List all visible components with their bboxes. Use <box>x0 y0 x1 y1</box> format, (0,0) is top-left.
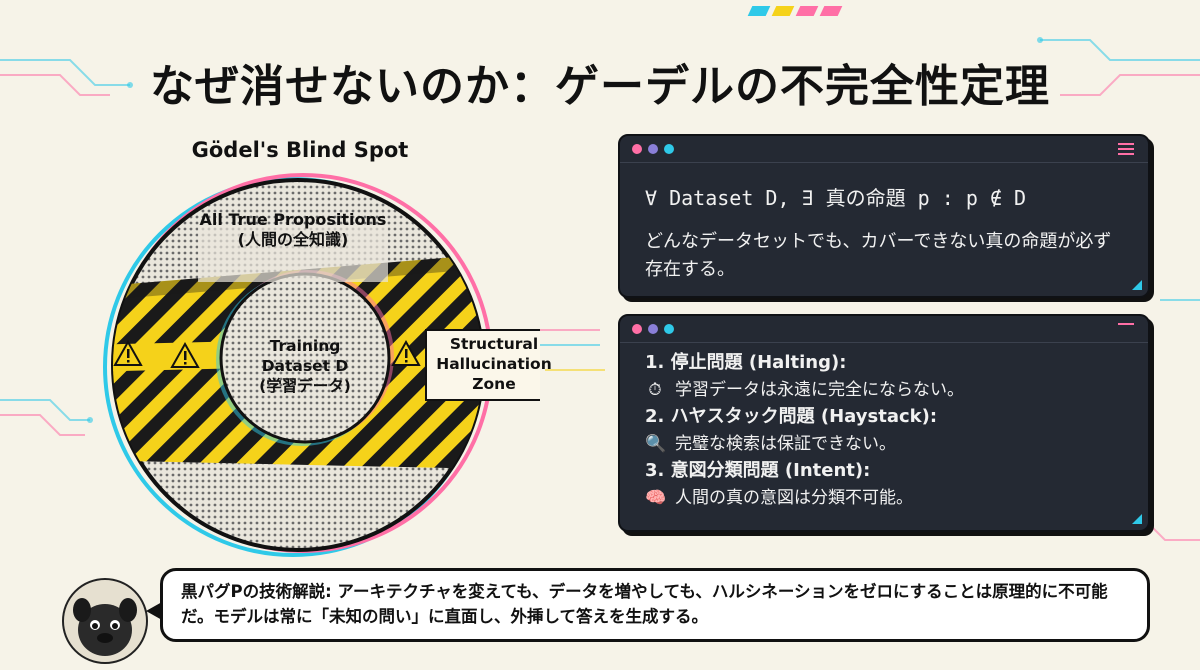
zone-label-box <box>425 329 540 401</box>
page-title: なぜ消せないのか：ゲーデルの不完全性定理 <box>150 61 1050 112</box>
zone-line2: Hallucination <box>436 355 552 373</box>
stopwatch-icon: ⏱ <box>648 380 662 400</box>
speech-bubble-tail <box>146 602 162 620</box>
inner-label-line1: Training <box>269 337 341 355</box>
window-dot-icon <box>632 324 642 334</box>
problem-heading-halting: 1. 停止問題 (Halting): <box>645 352 847 373</box>
problem-heading-intent: 3. 意図分類問題 (Intent): <box>645 460 871 481</box>
decorative-color-bars <box>747 6 843 16</box>
theorem-formula: ∀ Dataset D, ∃ 真の命題 p : p ∉ D <box>645 186 1027 210</box>
corner-accent-icon <box>1132 280 1142 290</box>
godel-blind-spot-diagram: Gödel's Blind Spot <box>80 130 552 570</box>
warning-triangle-icon <box>113 339 143 366</box>
problem-heading-haystack: 2. ハヤスタック問題 (Haystack): <box>645 406 938 427</box>
problems-list: 1. 停止問題 (Halting): ⏱ 学習データは永遠に完全にならない。 2… <box>645 350 964 512</box>
window-dot-icon <box>664 324 674 334</box>
magnifier-icon: 🔍 <box>645 434 667 454</box>
problem-text-halting: 学習データは永遠に完全にならない。 <box>675 380 964 400</box>
terminal-title-bar <box>620 136 1148 163</box>
speech-text: 黒パグPの技術解説: アーキテクチャを変えても、データを増やしても、ハルシネーシ… <box>181 582 1108 626</box>
inner-label-ja: (学習データ) <box>259 377 351 395</box>
problem-text-haystack: 完璧な検索は保証できない。 <box>675 434 896 454</box>
black-pug-avatar <box>62 578 148 664</box>
theorem-terminal-panel: ∀ Dataset D, ∃ 真の命題 p : p ∉ D どんなデータセットで… <box>618 134 1150 298</box>
window-dot-icon <box>648 144 658 154</box>
problems-terminal-panel: 1. 停止問題 (Halting): ⏱ 学習データは永遠に完全にならない。 2… <box>618 314 1150 532</box>
outer-label-en: All True Propositions <box>199 210 387 229</box>
warning-triangle-icon <box>170 341 200 368</box>
zone-line1: Structural <box>449 335 539 353</box>
menu-icon <box>1118 323 1134 328</box>
problem-item-halting: ⏱ 学習データは永遠に完全にならない。 <box>645 376 964 404</box>
terminal-title-bar <box>620 316 1148 343</box>
menu-icon <box>1118 143 1134 158</box>
speech-bubble: 黒パグPの技術解説: アーキテクチャを変えても、データを増やしても、ハルシネーシ… <box>160 568 1150 642</box>
outer-label-ja: (人間の全知識) <box>237 230 349 249</box>
warning-triangle-icon <box>391 339 421 366</box>
window-dot-icon <box>664 144 674 154</box>
window-dot-icon <box>632 144 642 154</box>
corner-accent-icon <box>1132 514 1142 524</box>
problem-item-intent: 🧠 人間の真の意図は分類不可能。 <box>645 484 964 512</box>
window-dot-icon <box>648 324 658 334</box>
problem-text-intent: 人間の真の意図は分類不可能。 <box>675 488 913 508</box>
outer-circle-label: All True Propositions (人間の全知識) <box>198 210 388 250</box>
brain-icon: 🧠 <box>645 488 667 508</box>
zone-label: Structural Hallucination Zone <box>426 334 562 394</box>
zone-line3: Zone <box>472 375 516 393</box>
diagram-heading: Gödel's Blind Spot <box>191 138 409 162</box>
problem-item-haystack: 🔍 完璧な検索は保証できない。 <box>645 430 964 458</box>
inner-circle-label: Training Dataset D (学習データ) <box>235 336 375 396</box>
inner-label-line2: Dataset D <box>261 357 349 375</box>
theorem-explanation: どんなデータセットでも、カバーできない真の命題が必ず存在する。 <box>645 231 1112 280</box>
diagram-graphic <box>103 173 540 557</box>
